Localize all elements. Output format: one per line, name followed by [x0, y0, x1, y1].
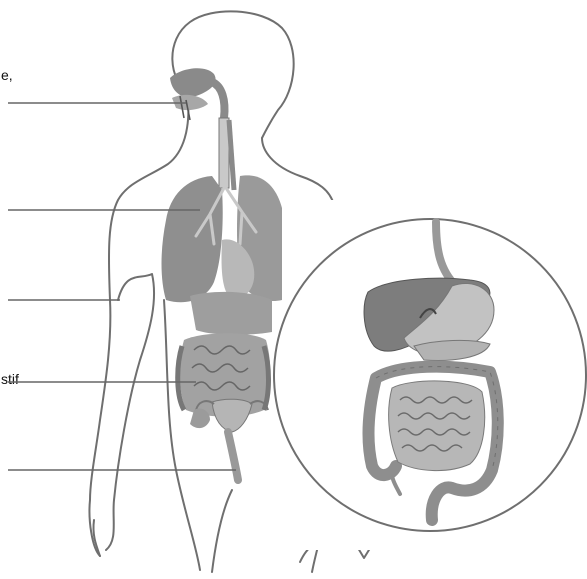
- upper-abdomen: [190, 292, 272, 335]
- diaphragm: [190, 292, 272, 335]
- mouth-region: [170, 68, 225, 120]
- zoom-small-intestine: [389, 381, 485, 471]
- esophagus-upper: [212, 82, 225, 118]
- magnified-view: [274, 219, 586, 531]
- left-shoulder-outline: [89, 100, 188, 556]
- rectum: [228, 432, 238, 480]
- intestines-body: [178, 333, 271, 480]
- trachea: [219, 118, 234, 190]
- left-inner-arm-outline: [106, 274, 154, 550]
- leg-left-outline: [212, 490, 232, 572]
- esophagus-tube: [229, 120, 234, 190]
- lungs: [162, 175, 283, 302]
- magnify-circle: [274, 219, 586, 531]
- uterus: [212, 399, 252, 432]
